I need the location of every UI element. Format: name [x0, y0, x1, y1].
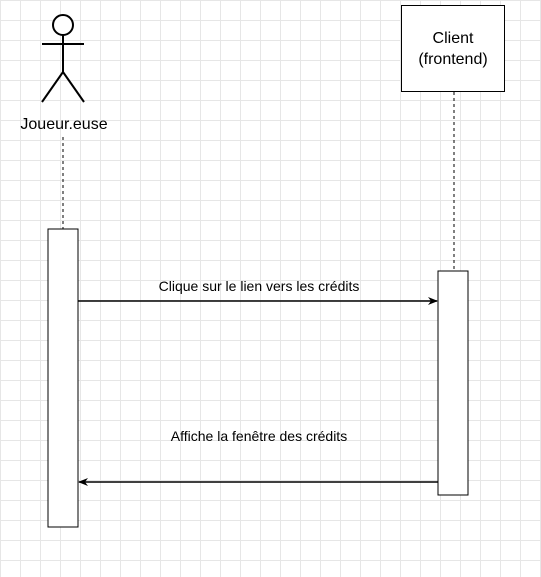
- client-label-line2: (frontend): [418, 50, 488, 68]
- actor-label: Joueur.euse: [20, 116, 108, 133]
- actor-activation-bar: [47, 228, 79, 528]
- client-activation-bar: [437, 270, 469, 496]
- client-participant-box: Client (frontend): [401, 5, 505, 92]
- message-label-2: Affiche la fenêtre des crédits: [170, 428, 348, 444]
- actor-icon: [41, 14, 85, 103]
- client-label-line1: Client: [432, 29, 474, 47]
- message-label-1: Clique sur le lien vers les crédits: [158, 278, 360, 294]
